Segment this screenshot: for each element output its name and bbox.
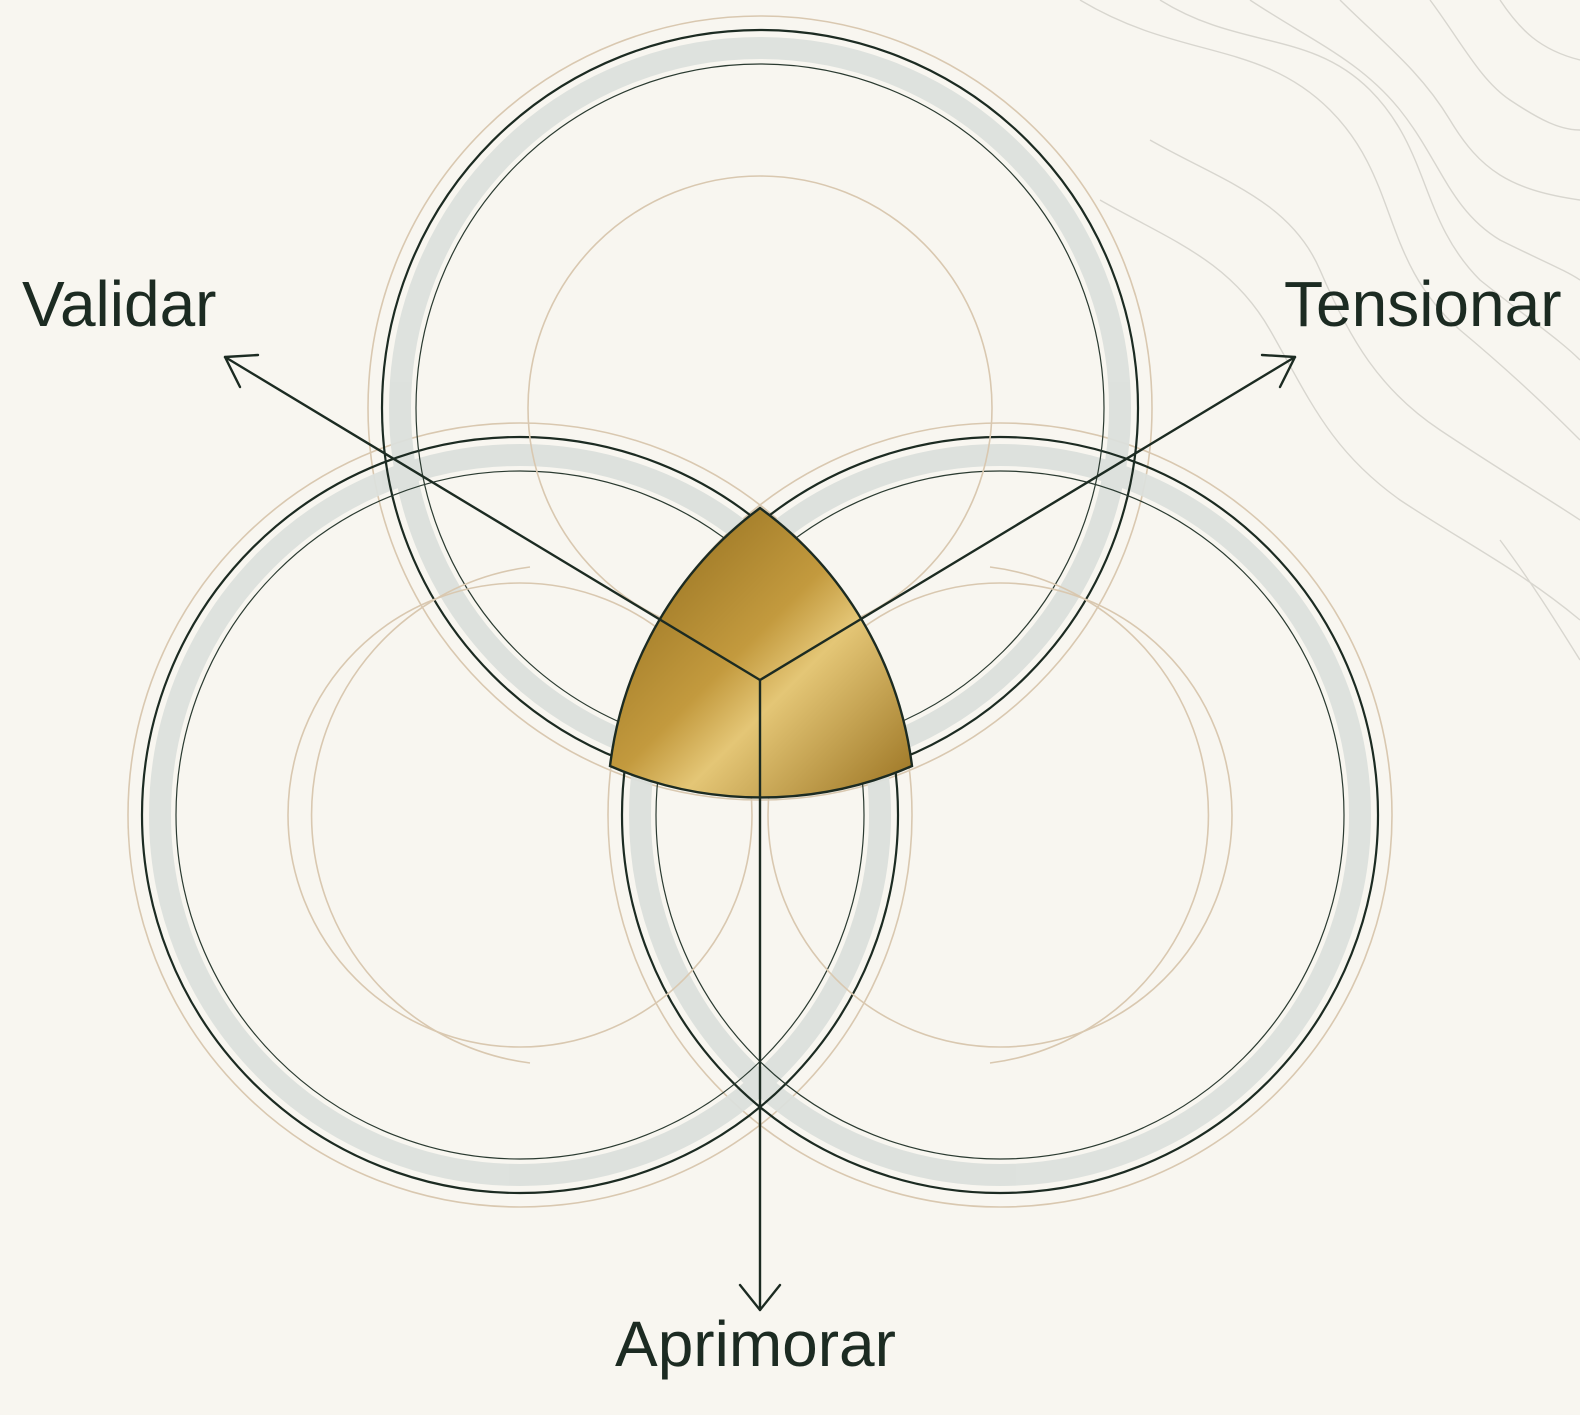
contour-line	[1500, 0, 1580, 60]
label-tensionar: Tensionar	[1284, 272, 1562, 336]
label-validar: Validar	[22, 272, 216, 336]
contour-line	[1500, 540, 1580, 660]
contour-line	[1100, 200, 1580, 620]
label-aprimorar: Aprimorar	[615, 1312, 896, 1376]
contour-line	[1080, 0, 1580, 440]
contour-line	[1250, 0, 1580, 280]
contour-line	[1340, 0, 1580, 200]
contour-line	[1430, 0, 1580, 130]
